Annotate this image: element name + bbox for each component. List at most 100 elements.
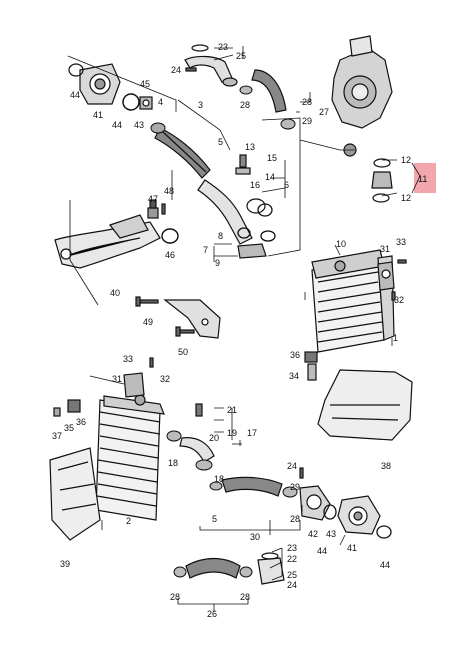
hose-5[interactable]: [221, 476, 283, 497]
air-guide-38[interactable]: [317, 369, 413, 441]
clamp-28[interactable]: [239, 85, 253, 95]
callout-45: 45: [140, 79, 150, 89]
callout-41b: 41: [347, 543, 357, 553]
clamp-29-lower[interactable]: [282, 486, 298, 498]
bolt-24-lower[interactable]: [299, 467, 304, 479]
callout-26: 26: [207, 609, 217, 619]
bolt-33-left[interactable]: [149, 357, 154, 368]
clamp-29[interactable]: [280, 118, 296, 130]
o-ring-46[interactable]: [161, 228, 179, 244]
callout-44b: 44: [112, 120, 122, 130]
pipe-25-lower[interactable]: [257, 552, 285, 585]
hose-26[interactable]: [185, 557, 241, 579]
callout-24c: 24: [287, 580, 297, 590]
bracket-9[interactable]: [237, 243, 267, 259]
callout-37: 37: [52, 431, 62, 441]
callout-9: 9: [215, 258, 220, 268]
o-ring-7[interactable]: [260, 230, 276, 242]
o-ring-44-lower[interactable]: [376, 525, 392, 539]
callout-18b: 18: [214, 474, 224, 484]
hose-3[interactable]: [154, 127, 211, 179]
callout-42: 42: [308, 529, 318, 539]
bracket-50[interactable]: [163, 299, 221, 339]
o-ring-23[interactable]: [191, 44, 209, 52]
callout-5a: 5: [218, 137, 223, 147]
callout-25b: 25: [287, 570, 297, 580]
clamp-28-lower[interactable]: [209, 481, 223, 491]
o-ring-44a[interactable]: [68, 63, 84, 77]
manifold-flange-41[interactable]: [79, 63, 121, 105]
clamp-28-bottom-a[interactable]: [173, 566, 187, 578]
air-guide-39[interactable]: [49, 447, 101, 541]
callout-32b: 32: [160, 374, 170, 384]
callout-28a: 28: [240, 100, 250, 110]
callout-8: 8: [218, 231, 223, 241]
callout-17: 17: [247, 428, 257, 438]
callout-34: 34: [289, 371, 299, 381]
callout-46: 46: [165, 250, 175, 260]
callout-13: 13: [245, 142, 255, 152]
callout-47: 47: [148, 194, 158, 204]
callout-38: 38: [381, 461, 391, 471]
bolt-50[interactable]: [175, 326, 195, 337]
turbocharger-27[interactable]: [331, 35, 393, 129]
sensor-47[interactable]: [147, 199, 159, 219]
highlight-box-11: [414, 163, 436, 193]
o-ring-44b[interactable]: [122, 93, 140, 111]
callout-41a: 41: [93, 110, 103, 120]
throttle-part-45[interactable]: [139, 96, 153, 110]
callout-39: 39: [60, 559, 70, 569]
o-ring-43[interactable]: [323, 504, 337, 520]
bolt-33[interactable]: [397, 259, 407, 264]
callout-36b: 36: [76, 417, 86, 427]
callout-19: 19: [227, 428, 237, 438]
bolt-49[interactable]: [135, 296, 159, 307]
callout-36a: 36: [290, 350, 300, 360]
callout-15: 15: [267, 153, 277, 163]
clamp-18a[interactable]: [166, 430, 182, 442]
callout-30: 30: [250, 532, 260, 542]
sensor-21[interactable]: [195, 403, 203, 417]
bolt-48[interactable]: [161, 203, 166, 215]
callout-24b: 24: [287, 461, 297, 471]
callout-44c: 44: [317, 546, 327, 556]
hose-upper[interactable]: [251, 69, 287, 113]
o-ring-8[interactable]: [237, 227, 251, 239]
bracket-31-left[interactable]: [123, 372, 145, 398]
callout-20: 20: [209, 433, 219, 443]
callout-31a: 31: [380, 244, 390, 254]
mount-36-34[interactable]: [304, 351, 318, 381]
bolt-24[interactable]: [185, 67, 197, 72]
leader-lines: [67, 46, 421, 612]
callout-28d: 28: [170, 592, 180, 602]
callout-43b: 43: [326, 529, 336, 539]
callout-21: 21: [227, 405, 237, 415]
callout-31b: 31: [112, 374, 122, 384]
callout-25a: 25: [236, 51, 246, 61]
intake-pipe-40[interactable]: [54, 214, 161, 269]
pipe-30[interactable]: [299, 485, 331, 521]
clamp-top[interactable]: [150, 122, 166, 134]
pipe-25[interactable]: [184, 55, 238, 87]
bolt-32[interactable]: [391, 291, 396, 301]
callout-labels: 1 2 3 4 5 5 6 7 8 9 10 11 12 12 13 14 15…: [52, 42, 427, 619]
callout-5b: 5: [212, 514, 217, 524]
bracket-31[interactable]: [377, 261, 395, 291]
mount-35-36[interactable]: [53, 399, 81, 417]
sensor-13[interactable]: [235, 154, 251, 175]
intercooler-2[interactable]: [95, 394, 165, 521]
connector-12-11[interactable]: [343, 143, 393, 203]
callout-22: 22: [287, 554, 297, 564]
o-ring-14[interactable]: [257, 203, 273, 217]
clamp-18b[interactable]: [195, 459, 213, 471]
callout-43a: 43: [134, 120, 144, 130]
callout-11: 11: [418, 174, 427, 184]
pipe-assembly-7[interactable]: [197, 179, 266, 245]
callout-28e: 28: [240, 592, 250, 602]
callout-49: 49: [143, 317, 153, 327]
callout-24a: 24: [171, 65, 181, 75]
clamp-28-bottom-b[interactable]: [239, 566, 253, 578]
callout-10: 10: [336, 239, 346, 249]
callout-7: 7: [203, 245, 208, 255]
throttle-body-41[interactable]: [337, 495, 381, 535]
